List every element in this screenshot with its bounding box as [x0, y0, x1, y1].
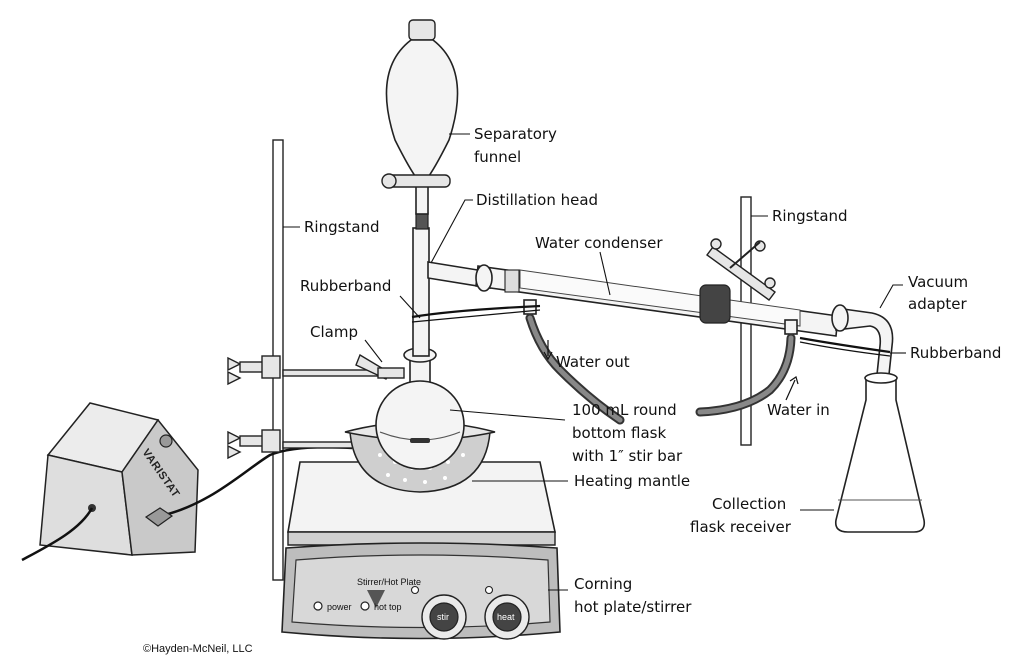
variac-box: VARISTAT: [39, 402, 199, 556]
hot-plate-stirrer: Stirrer/Hot Plate power hot top stir hea…: [281, 461, 561, 640]
label-separatory-funnel-2: funnel: [474, 148, 521, 166]
label-ringstand-right: Ringstand: [772, 207, 848, 225]
stir-label: stir: [437, 612, 449, 622]
funnel-stopper-icon: [408, 19, 436, 41]
variac-knob-icon[interactable]: [159, 434, 173, 448]
label-ringstand-left: Ringstand: [304, 218, 380, 236]
stir-knob[interactable]: stir: [421, 594, 467, 640]
stir-bar-icon: [410, 438, 430, 443]
label-flask-2: bottom flask: [572, 424, 666, 442]
plug-icon: [144, 507, 174, 527]
distillation-head: [412, 212, 491, 357]
label-hot-plate-2: hot plate/stirrer: [574, 598, 692, 616]
credit-text: ©Hayden-McNeil, LLC: [143, 643, 253, 655]
label-heating-mantle: Heating mantle: [574, 472, 690, 490]
label-separatory-funnel-1: Separatory: [474, 125, 557, 143]
stopcock-icon[interactable]: [387, 174, 451, 188]
hotplate-title: Stirrer/Hot Plate: [357, 577, 421, 587]
water-in-hose: [695, 333, 796, 417]
label-clamp: Clamp: [310, 323, 358, 341]
vacuum-adapter: [831, 304, 894, 385]
power-label: power: [327, 602, 352, 612]
label-collection-flask-1: Collection: [712, 495, 786, 513]
clamp-right[interactable]: [699, 238, 776, 324]
label-vacuum-adapter-1: Vacuum: [908, 273, 968, 291]
label-flask-1: 100 mL round: [572, 401, 677, 419]
collection-flask: [834, 372, 926, 533]
hot-top-label: hot top: [374, 602, 402, 612]
clamp-upper-left[interactable]: [227, 353, 405, 386]
label-distillation-head: Distillation head: [476, 191, 598, 209]
label-water-condenser: Water condenser: [535, 234, 663, 252]
label-water-out: Water out: [556, 353, 630, 371]
label-collection-flask-2: flask receiver: [690, 518, 792, 536]
heat-knob[interactable]: heat: [484, 594, 530, 640]
round-bottom-flask: [375, 347, 465, 470]
label-rubberband-left: Rubberband: [300, 277, 391, 295]
hot-top-indicator-icon: [360, 601, 370, 611]
label-flask-3: with 1″ stir bar: [572, 447, 683, 465]
water-out-hose: [525, 313, 625, 425]
hotplate-logo-icon: [367, 590, 385, 608]
clamp-lower-left[interactable]: [227, 429, 364, 460]
heat-label: heat: [497, 612, 515, 622]
label-water-in: Water in: [767, 401, 830, 419]
leader-lines: [283, 133, 906, 591]
water-in-arrow-icon: [785, 379, 796, 401]
label-vacuum-adapter-2: adapter: [908, 295, 968, 313]
label-rubberband-right: Rubberband: [910, 344, 1001, 362]
rubberband-right-icon: [799, 336, 891, 354]
power-indicator-icon: [313, 601, 323, 611]
label-hot-plate-1: Corning: [574, 575, 632, 593]
rubberband-left-icon: [411, 304, 541, 319]
separatory-funnel: [381, 19, 459, 215]
